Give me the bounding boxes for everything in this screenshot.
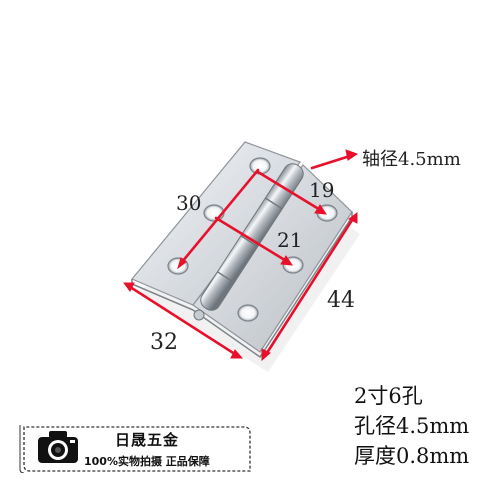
dimension-arrow-32 [125, 283, 240, 358]
dimension-arrow-30 [180, 168, 260, 264]
screw-hole [237, 304, 259, 322]
badge-tagline: 100%实物拍摄 正品保障 [84, 455, 210, 468]
dimension-arrow-44 [263, 215, 356, 358]
axle-pointer [310, 154, 352, 170]
dimension-arrow-21 [214, 216, 290, 264]
spec-thickness: 厚度0.8mm [354, 444, 470, 468]
authenticity-badge: 日晟五金 100%实物拍摄 正品保障 [18, 425, 256, 473]
dimension-label-length: 44 [327, 288, 355, 313]
dimension-label-width: 32 [150, 330, 178, 355]
badge-frame [19, 425, 251, 473]
badge-brand: 日晟五金 [115, 431, 180, 449]
spec-size: 2寸6孔 [354, 384, 423, 408]
dimension-arrows [123, 149, 359, 362]
hinge-knuckle [193, 163, 304, 321]
screw-hole [249, 157, 271, 175]
spec-hole-diameter: 孔径4.5mm [354, 414, 470, 438]
dimension-label-30: 30 [176, 191, 202, 215]
axle-diameter-label: 轴径4.5mm [362, 149, 461, 170]
spec-list: 2寸6孔 孔径4.5mm 厚度0.8mm [354, 381, 469, 471]
dimension-arrow-19 [256, 170, 324, 213]
camera-icon [38, 431, 78, 463]
dimension-label-19: 19 [309, 178, 335, 202]
hinge-right-edge [192, 212, 353, 359]
dimension-label-21: 21 [277, 228, 303, 252]
